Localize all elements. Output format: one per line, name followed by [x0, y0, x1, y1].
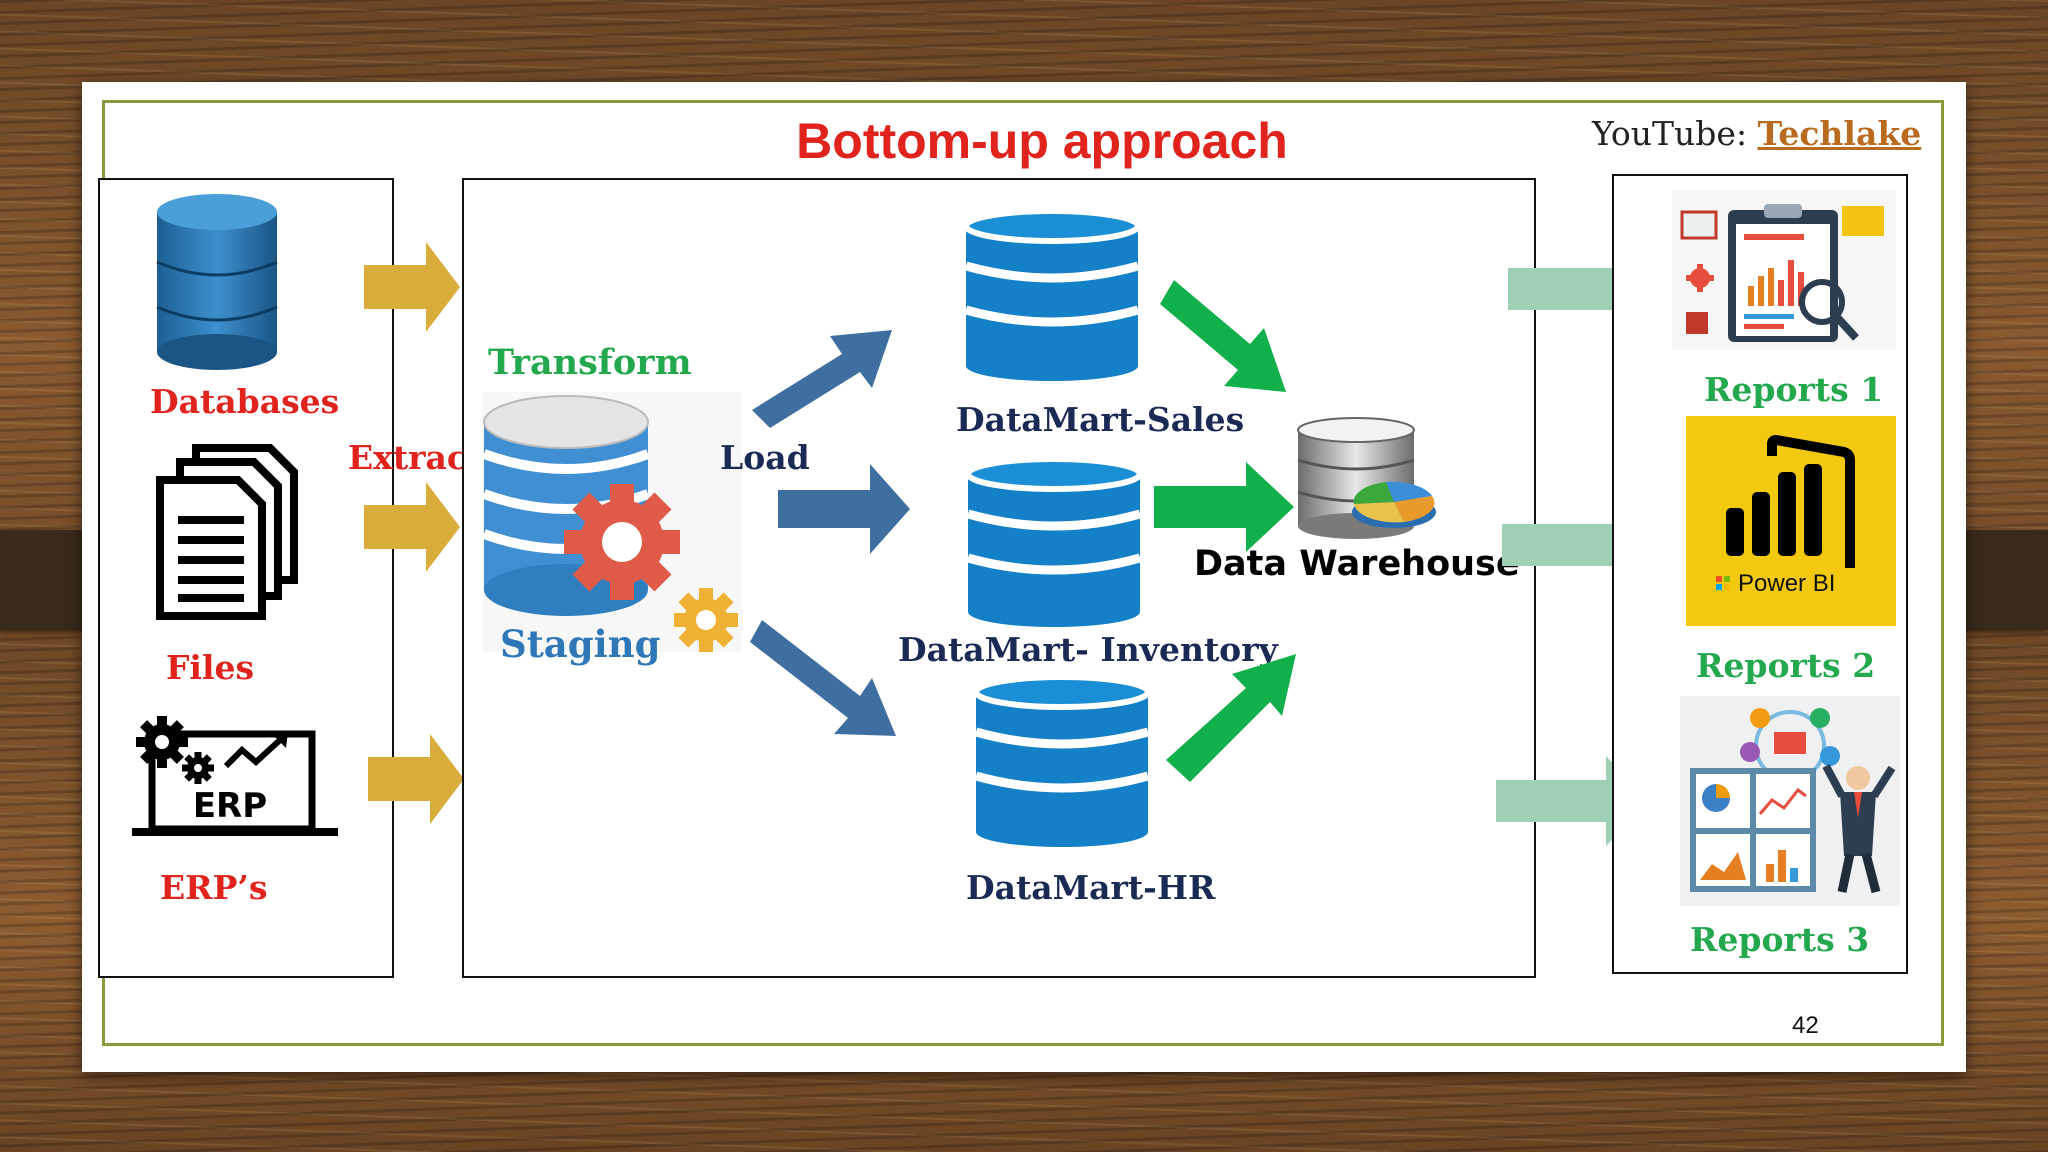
load-label: Load [720, 438, 810, 477]
database-icon [156, 194, 278, 370]
staging-icon [482, 392, 742, 652]
youtube-credit: YouTube: Techlake [1592, 114, 1927, 166]
load-arrow-down [750, 620, 896, 736]
databases-label: Databases [150, 382, 340, 421]
slide: Bottom-up approach YouTube: Techlake Dat… [82, 82, 1966, 1072]
data-warehouse-icon [1297, 417, 1436, 539]
powerbi-text: Power BI [1738, 570, 1836, 597]
page-number: 42 [1792, 1012, 1819, 1039]
files-icon [156, 444, 298, 620]
erp-icon: ERP [132, 716, 338, 836]
youtube-channel-link[interactable]: Techlake [1757, 114, 1922, 153]
report-clipboard-icon [1672, 190, 1896, 350]
reports-box: Reports 1 Power BI Reports 2 [1612, 174, 1908, 974]
datamart-inventory-label: DataMart- Inventory [898, 630, 1278, 669]
load-arrow-up [752, 330, 892, 428]
data-warehouse-label: Data Warehouse [1194, 544, 1520, 584]
transform-label: Transform [488, 342, 692, 383]
dw-to-reports3-arrow [1496, 756, 1648, 846]
erp-icon-text: ERP [193, 786, 267, 826]
reports1-label: Reports 1 [1704, 370, 1884, 409]
powerbi-logo-icon: Power BI [1686, 416, 1896, 626]
datamart-inventory-icon [965, 456, 1143, 627]
erps-label: ERP’s [160, 868, 268, 907]
sales-to-dw-arrow [1160, 280, 1286, 392]
extract-arrow-3 [368, 734, 464, 824]
datamart-hr-label: DataMart-HR [966, 868, 1216, 907]
files-label: Files [166, 648, 255, 687]
gears-icon [564, 484, 738, 652]
datamart-hr-icon [973, 674, 1151, 847]
sources-box: Databases Files [98, 178, 394, 978]
datamart-sales-label: DataMart-Sales [956, 400, 1245, 439]
staging-label: Staging [500, 622, 661, 666]
inventory-to-dw-arrow [1154, 462, 1294, 552]
extract-arrow-1 [364, 242, 460, 332]
load-arrow-right [778, 464, 910, 554]
reports3-label: Reports 3 [1690, 920, 1870, 959]
dashboard-person-icon [1680, 696, 1900, 906]
reports2-label: Reports 2 [1696, 646, 1876, 685]
extract-arrow-2 [364, 482, 460, 572]
youtube-prefix: YouTube: [1592, 114, 1758, 153]
datamart-sales-icon [963, 208, 1141, 381]
hr-to-dw-arrow [1166, 654, 1296, 782]
slide-title: Bottom-up approach [796, 113, 1288, 169]
extract-label: Extract [348, 438, 483, 477]
